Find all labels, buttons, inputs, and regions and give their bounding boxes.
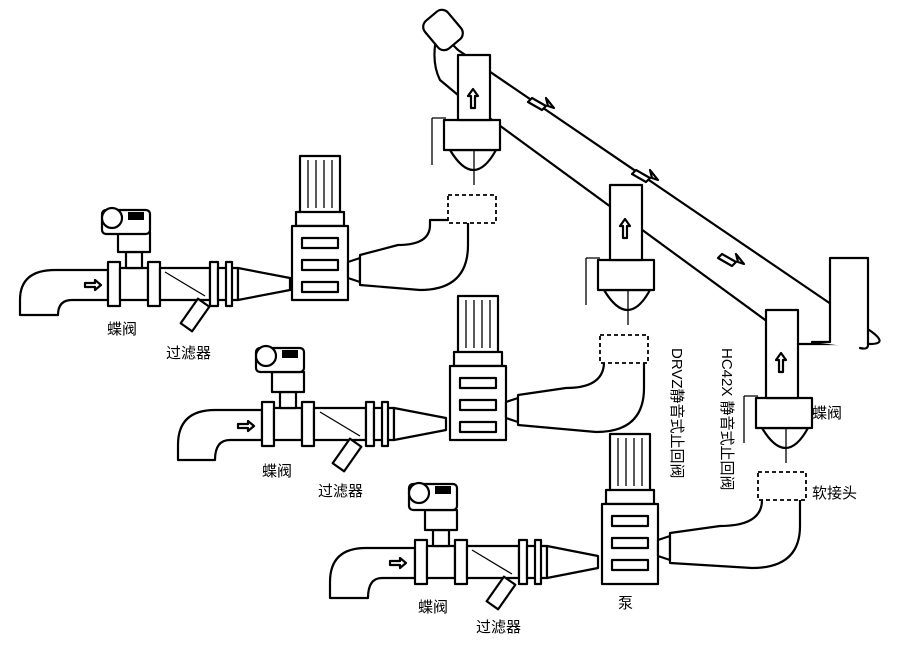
pump-line-1 — [18, 53, 502, 333]
strainer — [312, 400, 396, 473]
butterfly-valve — [442, 118, 502, 152]
hc42x-check-valve-label: HC42X 静音式止回阀 — [718, 348, 735, 491]
strainer-label: 过滤器 — [318, 483, 363, 500]
check-valve-icon — [602, 288, 652, 325]
strainer — [465, 538, 549, 611]
check-valve-icon — [448, 148, 498, 185]
strainer-label: 过滤器 — [166, 345, 211, 362]
flow-arrow-icon — [630, 168, 660, 184]
outlet-pipe — [358, 218, 470, 292]
header-end-cap — [422, 8, 464, 52]
flow-arrow-icon — [388, 556, 408, 570]
flow-arrow-icon — [466, 87, 480, 110]
pump-label: 泵 — [618, 595, 633, 612]
flow-arrow-icon — [618, 217, 632, 240]
inlet-pipe — [328, 546, 417, 600]
butterfly-valve-label: 蝶阀 — [812, 405, 842, 422]
discharge-header-pipe — [422, 8, 881, 350]
pump-3 — [600, 432, 660, 586]
butterfly-valve-label: 蝶阀 — [107, 321, 137, 338]
butterfly-valve-label: 蝶阀 — [418, 599, 448, 616]
flow-arrow-icon — [236, 419, 256, 433]
inlet-pipe — [18, 268, 110, 317]
flow-arrow-icon — [716, 252, 746, 268]
drvz-check-valve-label: DRVZ静音式止回阀 — [668, 348, 685, 479]
flow-arrow-icon — [526, 96, 556, 112]
pump-motor-icon — [608, 432, 652, 494]
flexible-joint — [447, 194, 497, 224]
butterfly-valve-label: 蝶阀 — [262, 463, 292, 480]
pump-line-3 — [328, 308, 814, 611]
butterfly-valve — [754, 396, 814, 430]
check-valve-icon — [760, 426, 810, 463]
strainer — [158, 260, 240, 333]
pump-motor-icon — [456, 294, 500, 356]
butterfly-valve — [407, 481, 469, 586]
pump-motor-icon — [298, 154, 342, 216]
butterfly-valve — [596, 258, 656, 292]
butterfly-valve — [254, 344, 316, 448]
outlet-pipe — [516, 358, 646, 434]
pump-2 — [448, 294, 508, 442]
flexible-joint-label: 软接头 — [812, 485, 857, 502]
pump-1 — [290, 154, 350, 302]
flexible-joint — [599, 334, 649, 364]
outlet-pipe — [668, 493, 802, 570]
flexible-joint — [757, 471, 807, 501]
butterfly-valve — [100, 206, 162, 308]
flow-arrow-icon — [83, 278, 103, 292]
inlet-pipe — [176, 408, 264, 462]
strainer-label: 过滤器 — [476, 619, 521, 636]
flow-arrow-icon — [774, 351, 788, 374]
pump-line-2 — [176, 183, 656, 473]
